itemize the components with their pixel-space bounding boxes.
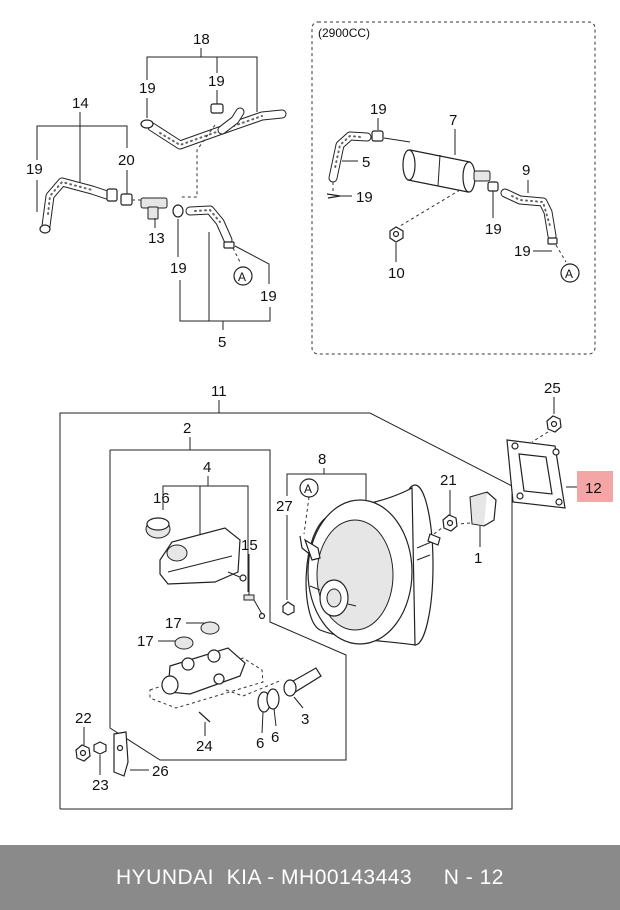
callout-25: 25: [544, 380, 561, 397]
callout-17-a: 17: [165, 615, 182, 632]
callout-23: 23: [92, 777, 109, 794]
callout-2: 2: [183, 420, 191, 437]
callout-6-a: 6: [256, 735, 264, 752]
callout-17-b: 17: [137, 633, 154, 650]
callout-19-f: 19: [370, 101, 387, 118]
callout-12: 12: [585, 480, 602, 497]
gasket-group: 25 12: [506, 380, 613, 509]
callout-16: 16: [153, 490, 170, 507]
callout-21: 21: [440, 472, 457, 489]
callout-19-a: 19: [139, 80, 156, 97]
callout-19-c: 19: [26, 161, 43, 178]
callout-15: 15: [241, 537, 258, 554]
callout-7: 7: [449, 112, 457, 129]
callout-5-a: 5: [218, 334, 226, 351]
callout-4: 4: [203, 459, 211, 476]
callout-5-b: 5: [362, 154, 370, 171]
booster-assembly-group: 11 2 4 16 15 17 17: [59, 383, 513, 810]
callout-10: 10: [388, 265, 405, 282]
callout-1: 1: [474, 550, 482, 567]
callout-19-i: 19: [514, 243, 531, 260]
ref-a-marker-1: A: [238, 270, 246, 284]
callout-22: 22: [75, 710, 92, 727]
callout-19-g: 19: [356, 189, 373, 206]
callout-26: 26: [152, 763, 169, 780]
parts-diagram: 18 19 19 14 19 20: [26, 21, 613, 810]
ref-a-marker-3: A: [304, 482, 312, 496]
callout-19-e: 19: [260, 288, 277, 305]
footer-bar: HYUNDAI KIA - MH00143443 N - 12: [0, 845, 620, 910]
callout-19-h: 19: [485, 221, 502, 238]
callout-27: 27: [276, 498, 293, 515]
callout-18: 18: [193, 31, 210, 48]
callout-19-b: 19: [208, 73, 225, 90]
engine-option-label: (2900CC): [318, 26, 370, 40]
vacuum-hose-group: 18 19 19 14 19 20: [26, 31, 287, 351]
callout-13: 13: [148, 230, 165, 247]
callout-20: 20: [118, 152, 135, 169]
callout-9: 9: [522, 162, 530, 179]
highlight-box-12: [577, 471, 613, 502]
callout-11: 11: [211, 383, 227, 400]
callout-6-b: 6: [271, 729, 279, 746]
callout-14: 14: [72, 95, 89, 112]
ref-a-marker-2: A: [565, 267, 573, 281]
callout-19-d: 19: [170, 260, 187, 277]
callout-3: 3: [301, 711, 309, 728]
option-2900cc-group: (2900CC) 19 5 19 7 19 10 9: [311, 21, 596, 355]
callout-24: 24: [196, 738, 213, 755]
footer-text: HYUNDAI KIA - MH00143443 N - 12: [116, 865, 504, 889]
callout-8: 8: [318, 451, 326, 468]
